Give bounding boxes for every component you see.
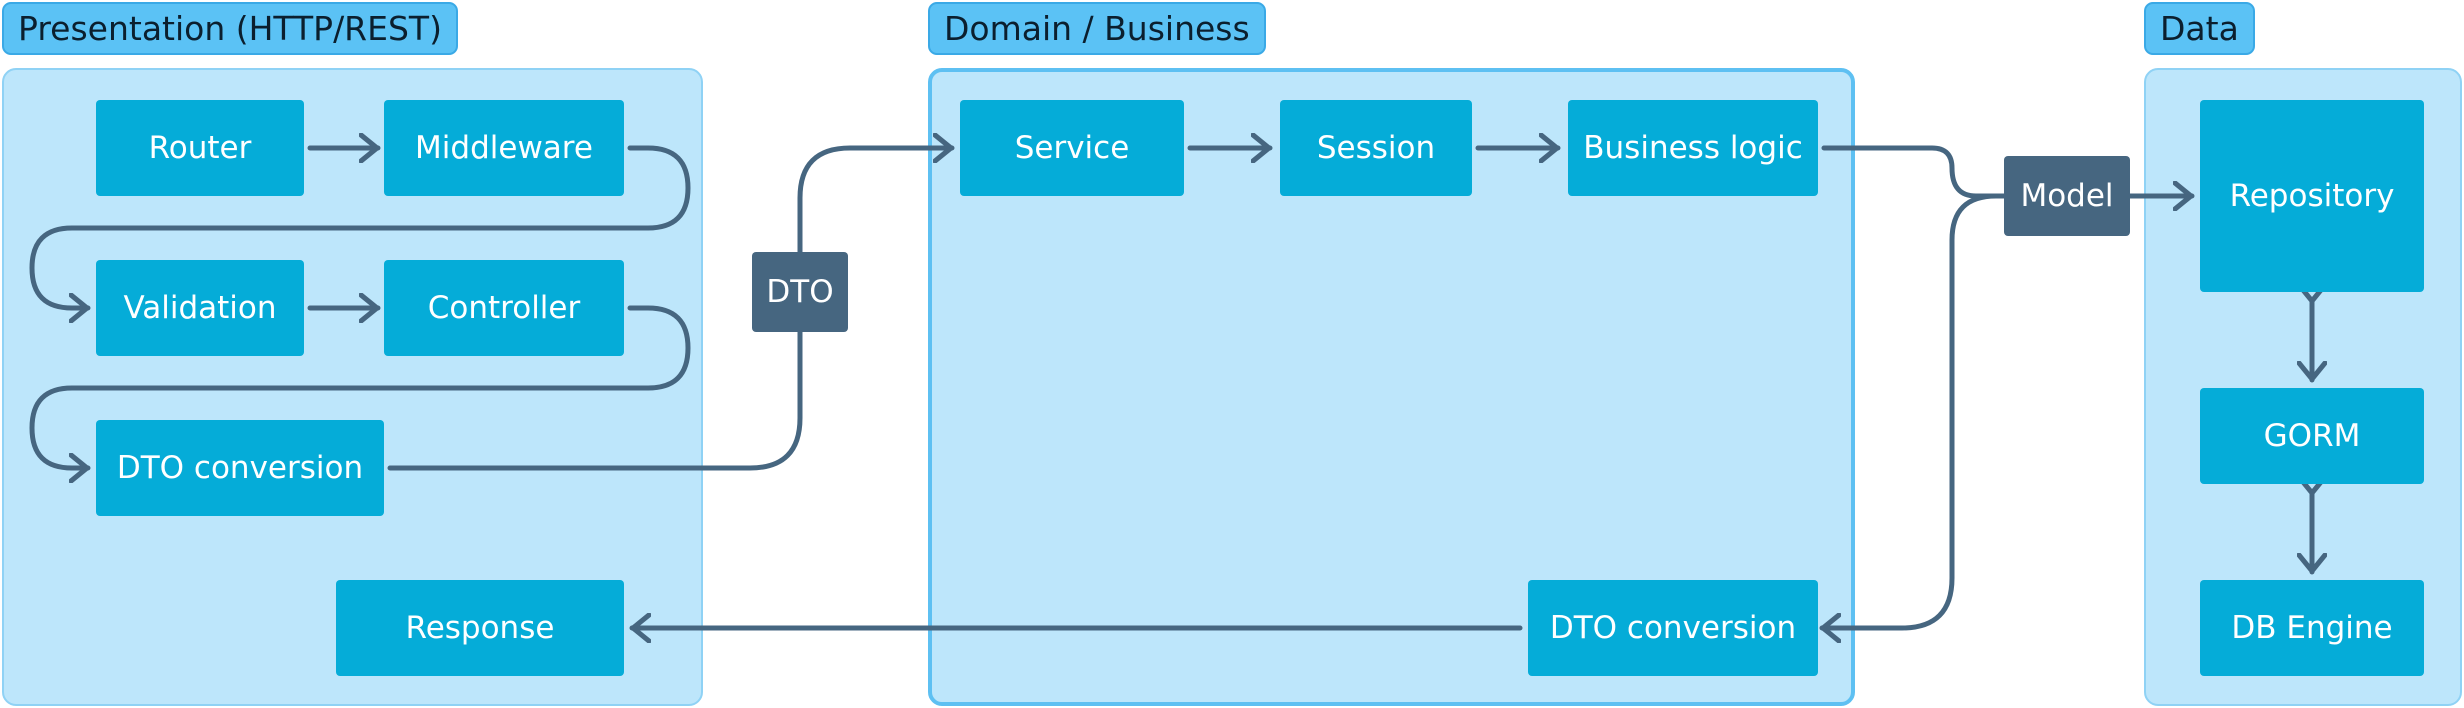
- model-tag: Model: [2004, 156, 2130, 236]
- dto-tag: DTO: [752, 252, 848, 332]
- business-logic-node: Business logic: [1568, 100, 1818, 196]
- data-layer-title: Data: [2144, 2, 2255, 55]
- presentation-layer-title: Presentation (HTTP/REST): [2, 2, 458, 55]
- controller-node: Controller: [384, 260, 624, 356]
- domain-layer-title: Domain / Business: [928, 2, 1266, 55]
- middleware-node: Middleware: [384, 100, 624, 196]
- session-node: Session: [1280, 100, 1472, 196]
- db-engine-node: DB Engine: [2200, 580, 2424, 676]
- validation-node: Validation: [96, 260, 304, 356]
- gorm-node: GORM: [2200, 388, 2424, 484]
- repository-node: Repository: [2200, 100, 2424, 292]
- service-node: Service: [960, 100, 1184, 196]
- dto-conversion-in-node: DTO conversion: [96, 420, 384, 516]
- response-node: Response: [336, 580, 624, 676]
- router-node: Router: [96, 100, 304, 196]
- dto-conversion-out-node: DTO conversion: [1528, 580, 1818, 676]
